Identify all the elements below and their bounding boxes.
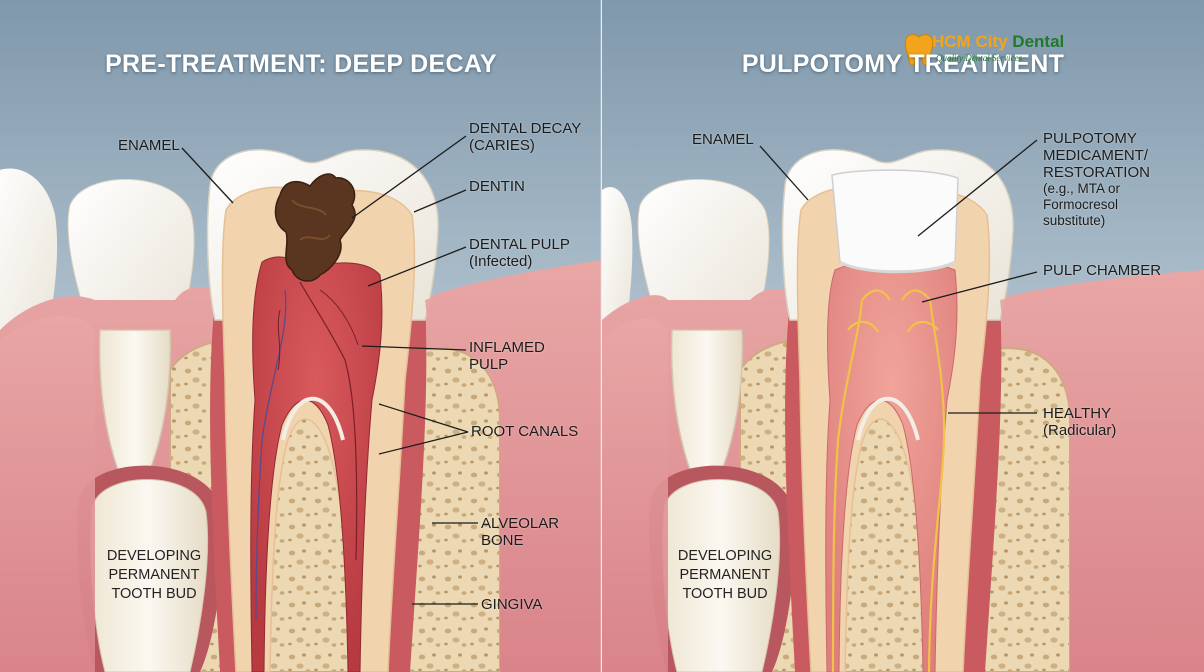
logo-tooth-icon [904,34,934,66]
label-medicament-line3: RESTORATION [1043,164,1150,181]
label-dental-pulp-line1: DENTAL PULP [469,236,570,253]
label-healthy-line1: HEALTHY [1043,405,1112,422]
logo-brand-part2: Dental [1012,32,1065,51]
left-panel-title: PRE-TREATMENT: DEEP DECAY [105,50,497,78]
label-dentin: DENTIN [469,178,525,195]
label-tooth-bud-right-line2: PERMANENT [679,567,771,583]
label-healthy-radicular: HEALTHY (Radicular) [1043,405,1116,439]
label-tooth-bud-right: DEVELOPING PERMANENT TOOTH BUD [665,547,785,604]
label-tooth-bud-left: DEVELOPING PERMANENT TOOTH BUD [94,547,214,604]
label-dental-pulp-line2: (Infected) [469,253,533,270]
right-panel-title: PULPOTOMY TREATMENT [741,50,1065,78]
label-healthy-line2: (Radicular) [1043,422,1117,439]
left-panel-art [0,0,601,672]
label-alveolar-bone-line2: BONE [481,532,524,549]
label-alveolar-bone: ALVEOLAR BONE [481,515,559,549]
label-tooth-bud-left-line1: DEVELOPING [106,548,202,564]
label-tooth-bud-left-line3: TOOTH BUD [111,586,197,602]
label-dental-decay-line2: (CARIES) [469,137,535,154]
label-medicament-line4: (e.g., MTA or [1043,181,1121,196]
label-inflamed-pulp-line1: INFLAMED [469,339,545,356]
label-medicament-line1: PULPOTOMY [1043,130,1137,147]
label-root-canals: ROOT CANALS [471,423,579,440]
label-alveolar-bone-line1: ALVEOLAR [481,515,560,532]
label-tooth-bud-right-line3: TOOTH BUD [682,586,768,602]
logo-tagline: Quality Dental Services [936,53,1022,63]
label-enamel-left: ENAMEL [118,137,180,154]
label-pulpotomy-medicament: PULPOTOMY MEDICAMENT/ RESTORATION (e.g.,… [1043,130,1150,229]
label-dental-pulp: DENTAL PULP (Infected) [469,236,570,270]
label-tooth-bud-left-line2: PERMANENT [108,567,200,583]
clinic-logo: HCM City Dental Quality Dental Services [902,32,1082,68]
label-dental-decay: DENTAL DECAY (CARIES) [469,120,581,154]
label-dental-decay-line1: DENTAL DECAY [469,120,582,137]
logo-brand-part1: HCM City [932,32,1008,51]
label-medicament-line2: MEDICAMENT/ [1043,147,1148,164]
right-panel-art [602,0,1204,672]
label-gingiva: GINGIVA [481,596,543,613]
label-medicament-line5: Formocresol [1043,197,1119,212]
label-tooth-bud-right-line1: DEVELOPING [677,548,773,564]
label-enamel-right: ENAMEL [692,131,754,148]
label-pulp-chamber: PULP CHAMBER [1043,262,1162,279]
logo-brand: HCM City Dental [932,32,1064,52]
label-medicament-line6: substitute) [1043,213,1106,228]
label-inflamed-pulp: INFLAMED PULP [469,339,545,373]
label-inflamed-pulp-line2: PULP [469,356,509,373]
